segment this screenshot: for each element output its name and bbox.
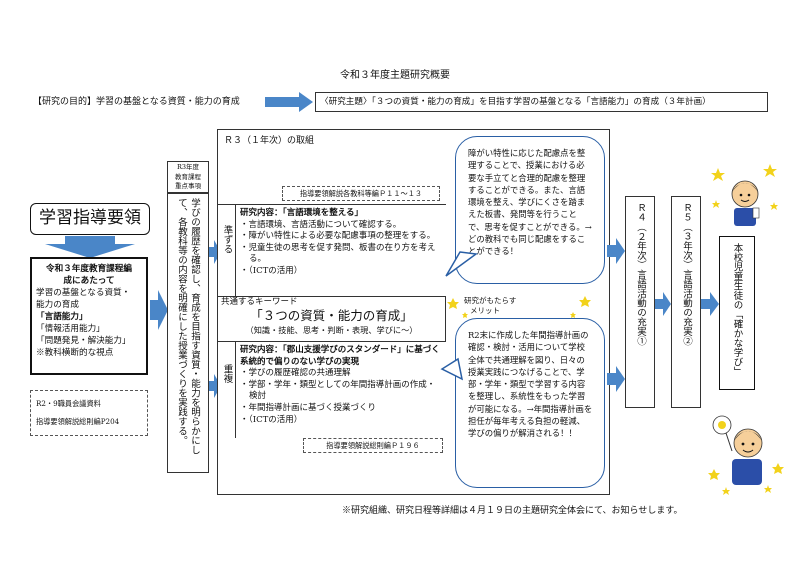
keyword-sub: （知識・技能、思考・判断・表現、学びに～）	[245, 325, 418, 335]
curriculum-line-2: 能力の育成	[36, 300, 79, 310]
research1-box: 研究内容：「言語環境を整える」 ・言語環境、言語活動について確認する。 ・障がい…	[236, 204, 446, 296]
ref-top-text: 指導要領解説各教科等編Ｐ１１～１３	[299, 189, 423, 198]
purpose-arrow	[265, 92, 313, 112]
priority-head-2: 教育課程	[175, 172, 201, 181]
chofuku-label: 重複	[221, 364, 233, 383]
research2-item: ・年間指導計画に基づく授業づくり	[240, 402, 377, 413]
chofuku-label-box: 重複	[218, 342, 236, 438]
r4-text: Ｒ４（２年次）言語活動の充実①	[635, 203, 646, 346]
mid-to-center-arrow-2	[209, 374, 221, 398]
mid-to-center-arrow-1	[209, 240, 221, 264]
reference-line-2: 指導要領解説総則編P204	[36, 417, 120, 426]
priority-head-1: R3年度	[176, 163, 200, 171]
purpose-label: 【研究の目的】学習の基盤となる資質・能力の育成	[33, 97, 240, 107]
r4-to-r5-arrow	[655, 292, 671, 316]
guideline-title: 学習指導要領	[39, 208, 141, 228]
goal-box: 本校児童生徒の「確かな学び」	[719, 236, 755, 390]
merit-label: 研究がもたらす メリット	[464, 296, 516, 316]
left-to-mid-arrow	[150, 290, 168, 330]
theme-box: 〈研究主題〉「３つの資質・能力の育成」を目指す学習の基盤となる「言語能力」の育成…	[315, 92, 768, 112]
research1-item: ・（ICTの活用）	[240, 265, 303, 276]
research1-item: ・障がい特性による必要な配慮事項の整理をする。	[240, 231, 436, 241]
bubble-top-tail	[445, 251, 478, 277]
sparkle-icon	[447, 296, 591, 318]
curriculum-line-5: 「問題発見・解決能力」	[36, 336, 131, 346]
r3-frame-title: Ｒ３（１年次）の取組	[224, 136, 315, 146]
footer-note: ※研究組織、研究日程等詳細は４月１９日の主題研究全体会にて、お知らせします。	[342, 506, 683, 516]
merit-bubble-bottom-text: R2末に作成した年間指導計画の確認・検討・活用について学校全体で共通理解を図り、…	[468, 330, 593, 439]
reference-line-1: R2・9職員会議資料	[36, 399, 101, 408]
curriculum-line-4: 「情報活用能力」	[36, 324, 105, 334]
curriculum-title-2: 成にあたって	[63, 276, 115, 286]
center-to-r4-arrow-2	[607, 366, 625, 392]
bubble-bottom-tail	[440, 357, 464, 381]
r5-to-goal-arrow	[701, 292, 719, 316]
curriculum-box: 令和３年度教育課程編 成にあたって 学習の基盤となる資質・ 能力の育成 「言語能…	[30, 257, 148, 375]
r5-text: Ｒ５（３年次）言語活動の充実②	[681, 203, 692, 346]
junzuru-label: 準ずる	[221, 225, 233, 254]
research1-title: 研究内容：「言語環境を整える」	[240, 208, 363, 218]
curriculum-line-1: 学習の基盤となる資質・	[36, 288, 131, 298]
merit-bubble-bottom: R2末に作成した年間指導計画の確認・検討・活用について学校全体で共通理解を図り、…	[455, 318, 605, 488]
center-to-r4-arrow-1	[607, 238, 625, 264]
guideline-down-arrow	[45, 236, 135, 258]
junzuru-label-box: 準ずる	[218, 204, 236, 296]
theme-text: 〈研究主題〉「３つの資質・能力の育成」を目指す学習の基盤となる「言語能力」の育成…	[320, 97, 711, 107]
ref-bottom-box: 指導要領解説総則編Ｐ１９６	[303, 438, 443, 453]
research1-item: ・児童生徒の思考を促す発問、板書の在り方を考える。	[240, 242, 436, 265]
r5-box: Ｒ５（３年次）言語活動の充実②	[671, 196, 701, 408]
merit-bubble-top-text: 障がい特性に応じた配慮点を整理することで、授業における必要な手立てと合理的配慮を…	[468, 148, 592, 257]
ref-top-box: 指導要領解説各教科等編Ｐ１１～１３	[282, 186, 440, 201]
curriculum-line-3: 「言語能力」	[36, 312, 88, 322]
research2-title: 研究内容：「郡山支援学びのスタンダード」に基づく系統的で偏りのない学びの実現	[240, 345, 440, 367]
ref-bottom-text: 指導要領解説総則編Ｐ１９６	[326, 441, 420, 450]
research2-item: ・（ICTの活用）	[240, 414, 303, 425]
merit-bubble-top: 障がい特性に応じた配慮点を整理することで、授業における必要な手立てと合理的配慮を…	[455, 136, 605, 284]
student-character-bottom-icon	[708, 415, 784, 495]
keyword-box: 共通するキーワード 「３つの資質・能力の育成」 （知識・技能、思考・判断・表現、…	[218, 296, 446, 342]
priority-body-box: 学びの履歴を確認し、育成を目指す資質・能力を明らかにして、各教科等の内容を明確に…	[167, 193, 209, 473]
merit-label-2: メリット	[470, 306, 500, 315]
research2-item: ・学部・学年・類型としての年間指導計画の作成・検討	[240, 379, 436, 402]
curriculum-line-6: ※教科横断的な視点	[36, 348, 114, 358]
goal-text: 本校児童生徒の「確かな学び」	[731, 243, 743, 376]
priority-head-box: R3年度 教育課程 重点事項	[167, 161, 209, 193]
research1-item: ・言語環境、言語活動について確認する。	[240, 219, 402, 230]
student-character-top-icon	[711, 164, 778, 226]
research2-box: 研究内容：「郡山支援学びのスタンダード」に基づく系統的で偏りのない学びの実現 ・…	[236, 342, 446, 438]
r4-box: Ｒ４（２年次）言語活動の充実①	[625, 196, 655, 408]
curriculum-title-1: 令和３年度教育課程編	[46, 264, 132, 274]
merit-label-1: 研究がもたらす	[464, 296, 517, 305]
priority-head-3: 重点事項	[175, 182, 201, 190]
keyword-label: 共通するキーワード	[221, 297, 298, 307]
keyword-main: 「３つの資質・能力の育成」	[250, 308, 413, 323]
page-title: 令和３年度主題研究概要	[340, 70, 450, 81]
priority-vertical-text: 学びの履歴を確認し、育成を目指す資質・能力を明らかにして、各教科等の内容を明確に…	[176, 198, 200, 455]
research2-item: ・学びの履歴確認の共通理解	[240, 368, 351, 379]
guideline-title-box: 学習指導要領	[30, 203, 150, 235]
reference-box: R2・9職員会議資料 指導要領解説総則編P204	[30, 390, 148, 436]
